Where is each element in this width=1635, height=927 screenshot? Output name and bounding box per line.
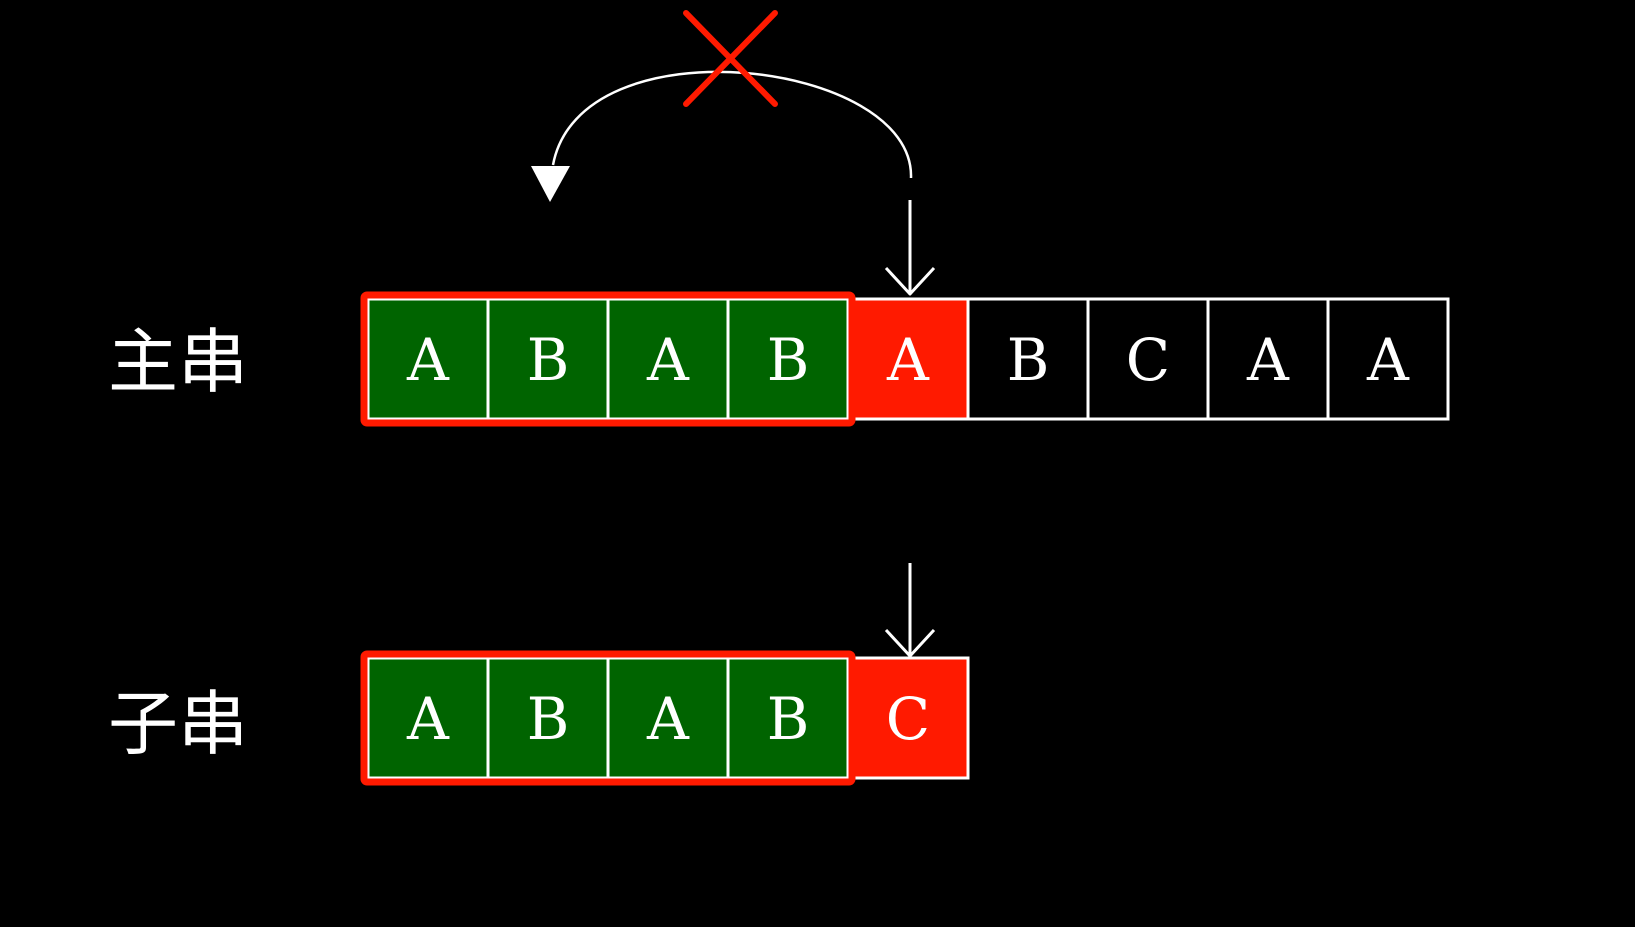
main-string-cell-box — [846, 297, 970, 421]
sub-string-label: 子串 — [108, 683, 248, 765]
sub-string-cell-box — [606, 656, 730, 780]
main-string-cell-char: A — [1366, 326, 1410, 394]
sub-string-cell-char: B — [767, 685, 810, 753]
cross-icon — [683, 10, 778, 107]
main-string-cell-box — [606, 297, 730, 421]
main-string-label: 主串 — [108, 321, 248, 403]
main-string-cell-1: A — [366, 297, 490, 421]
sub-string-cell-box — [846, 656, 970, 780]
main-string-cell-9: A — [1326, 297, 1450, 421]
main-string-cell-char: B — [767, 326, 810, 394]
main-string-cell-box — [366, 297, 490, 421]
main-string-cell-7: C — [1086, 297, 1210, 421]
sub-string-cell-char: C — [886, 685, 930, 753]
main-string-cell-char: A — [646, 326, 690, 394]
main-string-cell-char: B — [527, 326, 570, 394]
sub-string-cell-4: B — [726, 656, 850, 780]
main-string-cell-3: A — [606, 297, 730, 421]
sub-string-cell-char: A — [646, 685, 690, 753]
sub-string-cell-5: C — [846, 656, 970, 780]
sub-string-cell-2: B — [486, 656, 610, 780]
down-arrow-icon — [884, 200, 936, 296]
main-matched-highlight — [360, 291, 856, 427]
main-string-cell-char: A — [1246, 326, 1290, 394]
main-string-cell-box — [1326, 297, 1450, 421]
sub-string-cell-char: B — [527, 685, 570, 753]
main-string-cell-char: A — [406, 326, 450, 394]
main-string-cell-char: B — [1007, 326, 1050, 394]
main-string-cell-2: B — [486, 297, 610, 421]
main-string-cell-8: A — [1206, 297, 1330, 421]
sub-string-cell-3: A — [606, 656, 730, 780]
main-string-cell-char: A — [886, 326, 930, 394]
curved-arrow-icon — [531, 70, 913, 202]
main-string-cell-4: B — [726, 297, 850, 421]
main-string-cell-box — [486, 297, 610, 421]
main-string-cell-5: A — [846, 297, 970, 421]
sub-matched-highlight — [360, 650, 856, 786]
sub-string-cell-char: A — [406, 685, 450, 753]
main-string-cell-char: C — [1126, 326, 1170, 394]
main-string-cell-6: B — [966, 297, 1090, 421]
sub-string-cell-1: A — [366, 656, 490, 780]
down-arrow-icon — [884, 563, 936, 658]
sub-string-cell-box — [726, 656, 850, 780]
